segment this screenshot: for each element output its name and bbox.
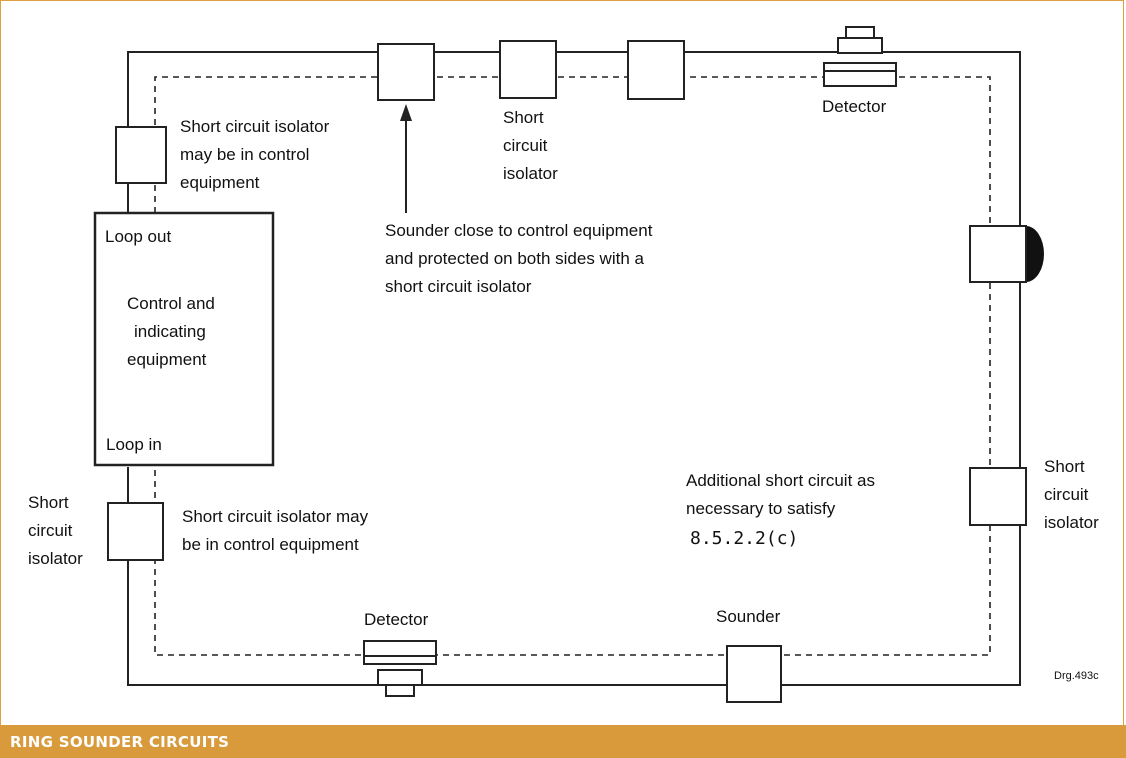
isolator-bottom-left	[107, 502, 164, 561]
isolator-right	[969, 467, 1027, 526]
bottom-detector-label: Detector	[364, 610, 429, 629]
pointer-arrow	[400, 104, 412, 213]
arrow-note: Sounder close to control equipment and p…	[385, 221, 657, 296]
panel-loop-out: Loop out	[105, 227, 171, 246]
bottom-left-isolator-note: Short circuit isolator may be in control…	[182, 507, 373, 554]
diagram-frame	[0, 0, 1124, 725]
detector-bottom	[363, 640, 437, 697]
dashed-loop-wiring	[154, 76, 991, 656]
sounder-bottom	[726, 645, 782, 703]
top-detector-label: Detector	[822, 97, 887, 116]
figure-caption: RING SOUNDER CIRCUITS	[10, 733, 230, 751]
ring-circuit-diagram: Short circuit isolator may be in control…	[28, 26, 1099, 703]
additional-isolator-note: Additional short circuit as necessary to…	[686, 471, 880, 518]
sounder-top-2	[627, 40, 685, 100]
isolator-top-left	[115, 126, 167, 184]
drawing-reference: Drg.493c	[1054, 670, 1099, 682]
control-panel	[93, 211, 275, 467]
panel-title: Control and indicating equipment	[127, 294, 220, 369]
sounder-top-1	[377, 43, 435, 101]
sounder-right	[969, 225, 1044, 283]
panel-loop-in: Loop in	[106, 435, 162, 454]
right-isolator-label: Short circuit isolator	[1044, 457, 1099, 532]
top-left-isolator-note: Short circuit isolator may be in control…	[180, 117, 334, 192]
isolator-top	[499, 40, 557, 99]
bottom-left-isolator-label: Short circuit isolator	[28, 493, 83, 568]
detector-top	[823, 26, 897, 87]
additional-isolator-reference: 8.5.2.2(c)	[690, 528, 798, 549]
solid-loop-wiring	[127, 51, 1021, 686]
bottom-sounder-label: Sounder	[716, 607, 781, 626]
top-isolator-label: Short circuit isolator	[503, 108, 558, 183]
caption-bar: RING SOUNDER CIRCUITS	[0, 725, 1126, 758]
